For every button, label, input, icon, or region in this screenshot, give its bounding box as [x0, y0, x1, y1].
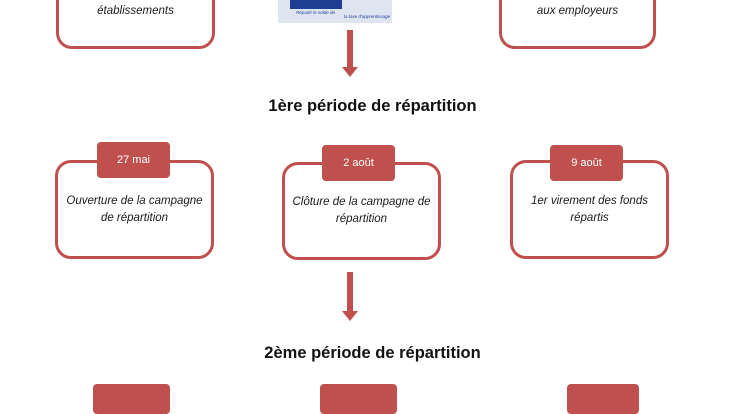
top-right-box: aux employeurs — [499, 0, 656, 49]
top-left-box-text: établissements — [97, 5, 174, 17]
logo-mark — [290, 0, 342, 9]
date-tab-2-aout: 2 août — [322, 145, 395, 181]
top-right-box-text: aux employeurs — [536, 5, 619, 17]
down-arrow-2 — [342, 272, 358, 321]
date-tab-27-mai: 27 mai — [97, 142, 170, 178]
period1-heading: 1ère période de répartition — [268, 97, 477, 115]
step-text-closing: Clôture de la campagne de répartition — [292, 196, 431, 225]
logo-subtitle-right: la taxe d'apprentissage — [344, 14, 391, 19]
date-tab-period2-2 — [320, 384, 397, 414]
date-tab-period2-1 — [93, 384, 170, 414]
opco-logo: Répartir le solde de la taxe d'apprentis… — [278, 0, 392, 23]
down-arrow-1 — [342, 30, 358, 77]
date-tab-9-aout: 9 août — [550, 145, 623, 181]
step-text-transfer: 1er virement des fonds répartis — [531, 194, 648, 224]
step-text-opening: Ouverture de la campagne de répartition — [66, 194, 203, 224]
date-tab-period2-3 — [567, 384, 639, 414]
top-left-box: établissements — [56, 0, 215, 49]
period2-heading: 2ème période de répartition — [264, 344, 481, 362]
logo-subtitle-left: Répartir le solde de — [296, 10, 336, 15]
